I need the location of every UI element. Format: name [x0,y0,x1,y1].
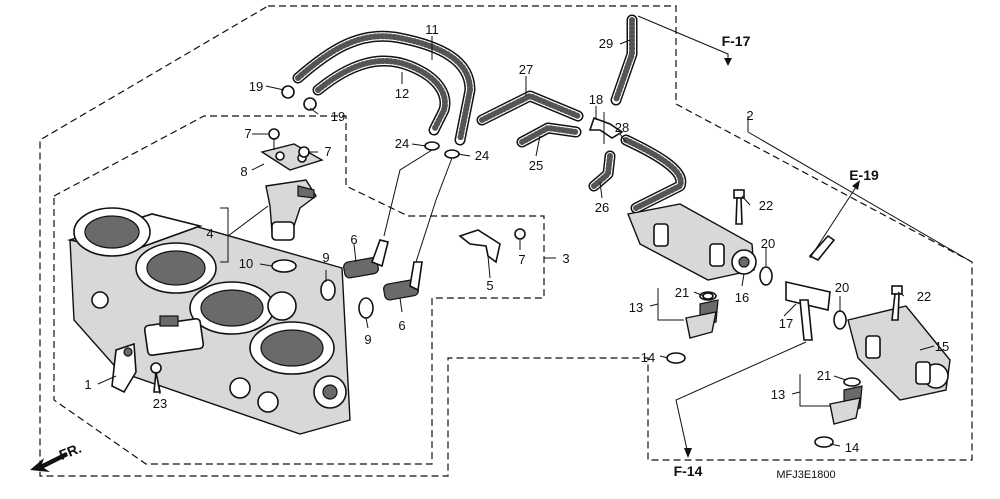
callout-1: 1 [84,377,91,392]
part-11-hose [292,30,476,146]
part-8-plate [260,143,324,171]
callout-24-left: 24 [395,136,409,151]
callout-9-lower: 9 [364,332,371,347]
part-16-fuel-rail-upper [627,203,757,281]
ref-arrow-f14 [675,341,807,458]
callout-22-lower: 22 [917,289,931,304]
hose-connection-line-2 [415,157,453,263]
callout-10: 10 [239,256,253,271]
callout-13-upper: 13 [629,300,643,315]
callout-2: 2 [746,108,753,123]
part-10-oring [271,259,297,273]
callout-14-lower: 14 [845,440,859,455]
part-12-hose [312,55,451,136]
callout-6-lower: 6 [398,318,405,333]
callout-29: 29 [599,36,613,51]
part-4-sensor [265,179,317,241]
hose-connection-line-1 [383,149,433,237]
callout-23: 23 [153,396,167,411]
callout-16: 16 [735,290,749,305]
callout-19-upper: 19 [249,79,263,94]
front-direction-arrow [30,452,68,472]
part-9-oring-lower [358,297,374,319]
assembly-2-boundary [39,5,973,477]
callout-17: 17 [779,316,793,331]
part-14-grommet-upper [666,352,686,364]
throttle-body [66,207,351,435]
callout-20-lower: 20 [835,280,849,295]
callout-15: 15 [935,339,949,354]
callout-13-lower: 13 [771,387,785,402]
leader-lines [97,36,973,447]
part-20-oring-upper [759,266,773,286]
part-21-oring-upper [702,292,714,300]
part-14-grommet-lower [814,436,834,448]
part-13-injector-upper [685,291,719,339]
part-28-hose [620,134,687,214]
callout-11: 11 [425,22,439,37]
part-6-fitting-upper [343,239,389,279]
part-29-hose [610,14,638,106]
part-9-oring-upper [320,279,336,301]
callout-21-lower: 21 [817,368,831,383]
callout-27: 27 [519,62,533,77]
ref-arrow-e19 [809,180,860,259]
callout-18: 18 [589,92,603,107]
part-6-fitting-lower [383,261,423,301]
part-24-clip-left [424,141,440,151]
callout-24-right: 24 [475,148,489,163]
callout-5: 5 [486,278,493,293]
part-25-hose [516,122,582,148]
diagram-code: MFJ3E1800 [776,469,835,481]
reference-f17: F-17 [722,33,751,49]
part-13-injector-lower [829,377,863,425]
callout-21-upper: 21 [675,285,689,300]
callout-20-upper: 20 [761,236,775,251]
callout-7-right: 7 [324,144,331,159]
part-7-screw-right [298,146,310,158]
callout-labels: 11 12 27 18 29 28 25 26 2 19 19 24 24 7 … [57,22,950,481]
callout-14-upper: 14 [641,350,655,365]
part-22-bolt-lower [891,285,903,321]
part-7-screw-top [268,128,280,150]
part-23-screw [150,362,162,393]
part-18-joint [588,112,624,144]
callout-22-upper: 22 [759,198,773,213]
part-7-screw-bracket [514,228,526,240]
callout-9-upper: 9 [322,250,329,265]
callout-28: 28 [615,120,629,135]
part-20-oring-lower [833,310,847,330]
callout-12: 12 [395,86,409,101]
front-direction-label: FR. [57,440,84,463]
part-15-fuel-rail-lower [847,305,951,401]
part-22-bolt-upper [733,189,745,225]
callout-8: 8 [240,164,247,179]
callout-3: 3 [562,251,569,266]
callout-19-lower: 19 [331,109,345,124]
part-17-tee-joint [785,234,836,341]
reference-f14: F-14 [674,463,703,479]
part-26-hose [588,150,616,192]
callout-6-upper: 6 [350,232,357,247]
part-1-sensor [111,342,137,394]
part-19-clip-lower [303,97,317,111]
callout-7-top: 7 [244,126,251,141]
part-24-clip-right [444,149,460,159]
callout-4: 4 [206,226,213,241]
ref-arrow-f17 [637,15,732,66]
assembly-3-boundary [53,115,545,465]
callout-7-bracket: 7 [518,252,525,267]
reference-e19: E-19 [849,167,879,183]
callout-25: 25 [529,158,543,173]
part-27-hose [476,90,584,126]
part-5-bracket [458,229,501,264]
part-19-clip-upper [281,85,295,99]
callout-26: 26 [595,200,609,215]
